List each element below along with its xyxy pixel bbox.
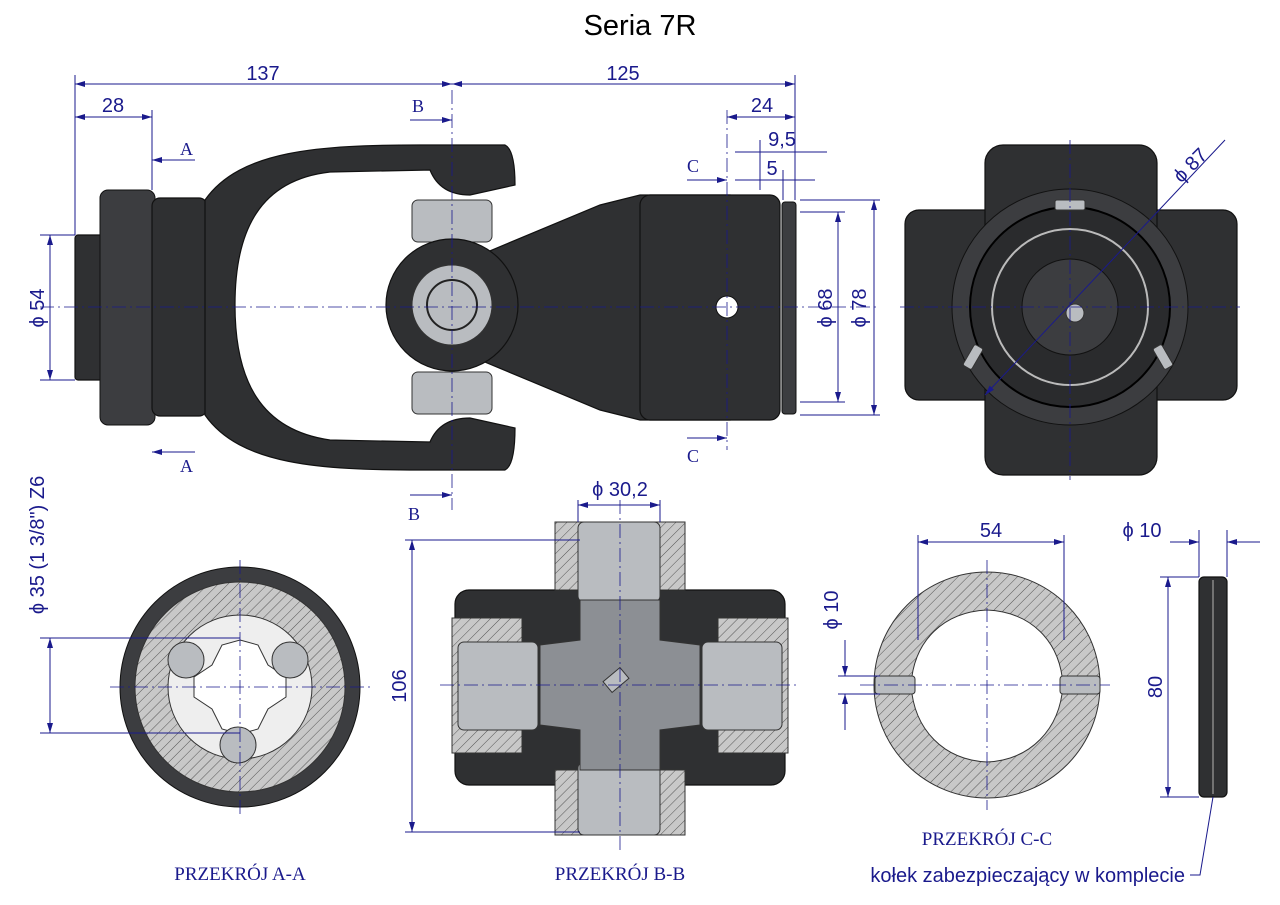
section-c-top: C: [687, 156, 699, 176]
section-b-bottom: B: [408, 504, 420, 524]
section-a-top: A: [180, 139, 193, 159]
dim-dia-54: ϕ 54: [27, 288, 49, 327]
dim-5: 5: [766, 158, 777, 180]
locking-pin-head: [781, 201, 797, 415]
section-cc: 54 ϕ 10 PRZEKRÓJ C-C: [821, 520, 1110, 850]
caption-section-aa: PRZEKRÓJ A-A: [174, 863, 306, 885]
caption-section-cc: PRZEKRÓJ C-C: [922, 828, 1052, 850]
hub-end: [74, 234, 104, 381]
dim-28: 28: [102, 95, 124, 117]
section-bb: ϕ 30,2 106 PRZEKRÓJ B-B: [389, 479, 800, 885]
section-c-bottom: C: [687, 446, 699, 466]
dim-106: 106: [389, 669, 411, 702]
dim-54: 54: [980, 520, 1002, 542]
dim-dia-68: ϕ 68: [815, 288, 837, 327]
section-a-bottom: A: [180, 456, 193, 476]
dim-dia-35-z6: ϕ 35 (1 3/8") Z6: [27, 476, 49, 614]
dim-137: 137: [246, 63, 279, 85]
dim-24: 24: [751, 95, 773, 117]
dim-dia-10-pin: ϕ 10: [1122, 520, 1161, 542]
section-b-top: B: [412, 96, 424, 116]
yoke-fork: [204, 144, 516, 471]
side-view: [40, 90, 880, 510]
locking-pin: ϕ 10 80 kołek zabezpieczający w kompleci…: [870, 520, 1260, 887]
dim-9-5: 9,5: [768, 129, 796, 151]
pin-note: kołek zabezpieczający w komplecie: [870, 865, 1185, 887]
dim-dia-10-hole: ϕ 10: [821, 590, 843, 629]
dim-dia-87: ϕ 87: [1169, 144, 1212, 187]
dim-80: 80: [1145, 676, 1167, 698]
side-view-dimensions: 137 125 28 24 9,5 5 ϕ 54 ϕ 68 ϕ 78 A A B…: [27, 63, 880, 524]
caption-section-bb: PRZEKRÓJ B-B: [555, 863, 685, 885]
dim-dia-30-2: ϕ 30,2: [592, 479, 648, 501]
sleeve: [639, 194, 781, 421]
end-view: ϕ 87: [900, 139, 1240, 480]
section-aa: ϕ 35 (1 3/8") Z6 PRZEKRÓJ A-A: [27, 476, 370, 885]
drawing-title: Seria 7R: [584, 10, 697, 42]
hub-ring: [99, 189, 156, 426]
dim-125: 125: [606, 63, 639, 85]
dim-dia-78: ϕ 78: [849, 288, 871, 327]
